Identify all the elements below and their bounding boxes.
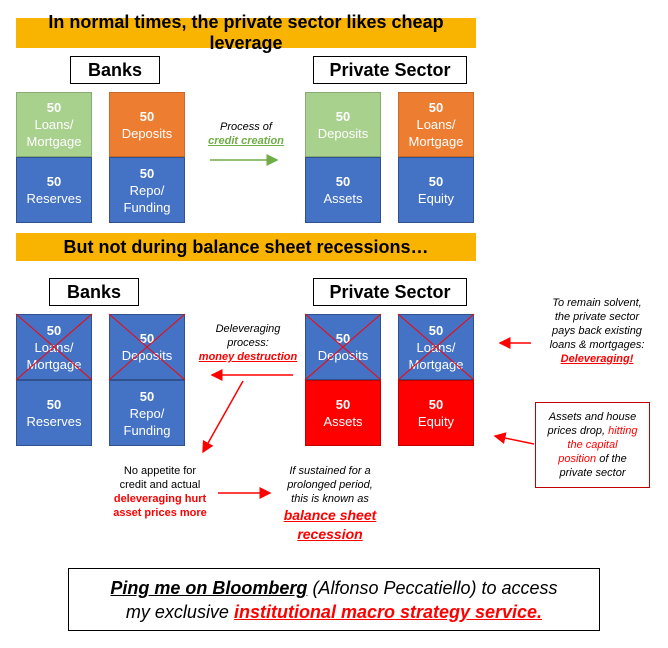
value: 50 xyxy=(46,322,62,338)
remain-solvent-text: To remain solvent, the private sector pa… xyxy=(538,296,656,366)
no-appetite-text: No appetite for credit and actual deleve… xyxy=(100,464,220,520)
label: Mortgage xyxy=(408,134,464,149)
label: Equity xyxy=(417,191,455,206)
if-sustained-text: If sustained for a prolonged period, thi… xyxy=(270,464,390,544)
assets-drop-arrow xyxy=(493,432,535,445)
delev-line: Deleveraging xyxy=(215,323,281,335)
top-bank-loans-box: 50 Loans/ Mortgage xyxy=(16,92,92,157)
label: Deposits xyxy=(121,348,173,363)
solvent-line: the private sector xyxy=(554,311,640,323)
label: Repo/ xyxy=(129,182,165,198)
label: Mortgage xyxy=(26,356,82,372)
cross-ps-loans xyxy=(397,313,475,381)
appetite-line: credit and actual xyxy=(119,479,201,491)
top-ps-deposits-box: 50 Deposits xyxy=(305,92,381,157)
label: Mortgage xyxy=(26,134,82,149)
footer-text: my exclusive xyxy=(125,601,234,622)
credit-creation-label: credit creation xyxy=(208,135,284,147)
deleveraging-process-text: Deleveraging process: money destruction xyxy=(198,322,298,364)
asset-line: Assets and house xyxy=(548,411,637,423)
banner-normal-times: In normal times, the private sector like… xyxy=(16,12,476,53)
service-link[interactable]: institutional macro strategy service. xyxy=(233,601,543,622)
label: Deposits xyxy=(317,348,369,363)
asset-line: private sector xyxy=(559,467,626,479)
label: Repo/ xyxy=(129,405,165,421)
appetite-line: No appetite for xyxy=(123,465,197,477)
asset-prices-drop-box: Assets and house prices drop, hitting th… xyxy=(535,402,650,488)
value: 50 xyxy=(139,108,155,124)
cross-ps-deposits xyxy=(304,313,382,381)
deleveraging-label: Deleveraging! xyxy=(560,353,634,365)
label: Reserves xyxy=(26,191,82,206)
top-bank-repo-box: 50 Repo/ Funding xyxy=(109,157,185,223)
label: Loans/ xyxy=(34,117,74,132)
balance-sheet-recession-label: balance sheet xyxy=(283,507,377,523)
label: Funding xyxy=(123,199,171,215)
hitting-text: hitting xyxy=(608,425,638,437)
top-ps-assets-box: 50 Assets xyxy=(305,157,381,223)
bottom-ps-equity-box: 50 Equity xyxy=(398,380,474,446)
value: 50 xyxy=(335,174,351,189)
sustained-line: If sustained for a xyxy=(289,465,371,477)
bottom-bank-repo-box: 50 Repo/ Funding xyxy=(109,380,185,446)
cross-bank-deposits xyxy=(108,313,186,381)
label: Reserves xyxy=(26,414,82,429)
position-text: position xyxy=(558,453,597,465)
top-bank-deposits-box: 50 Deposits xyxy=(109,92,185,157)
value: 50 xyxy=(335,331,351,346)
footer-text: (Alfonso Peccatiello) to access xyxy=(307,577,558,598)
solvent-line: To remain solvent, xyxy=(552,297,642,309)
delev-line: process: xyxy=(227,337,269,349)
capital-text: the capital xyxy=(567,439,618,451)
label: Assets xyxy=(323,414,363,429)
top-bank-reserves-box: 50 Reserves xyxy=(16,157,92,223)
private-sector-header-bottom: Private Sector xyxy=(313,278,467,306)
footer-box: Ping me on Bloomberg (Alfonso Peccatiell… xyxy=(68,568,600,631)
asset-prices-more-text: asset prices more xyxy=(113,507,207,519)
label: Loans/ xyxy=(416,117,456,132)
banner-balance-sheet: But not during balance sheet recessions… xyxy=(16,233,476,261)
balance-sheet-recession-label: recession xyxy=(297,526,363,542)
ping-bloomberg-link[interactable]: Ping me on Bloomberg xyxy=(110,577,308,598)
top-ps-equity-box: 50 Equity xyxy=(398,157,474,223)
diagonal-arrow xyxy=(202,380,244,454)
value: 50 xyxy=(335,397,351,412)
value: 50 xyxy=(139,388,155,404)
value: 50 xyxy=(46,174,62,189)
banks-header-bottom: Banks xyxy=(49,278,139,306)
process-line: Process of xyxy=(220,121,272,133)
value: 50 xyxy=(139,331,155,346)
process-text: Process of credit creation xyxy=(200,120,292,148)
asset-line: prices drop, xyxy=(547,425,609,437)
solvent-line: pays back existing xyxy=(552,325,642,337)
label: Deposits xyxy=(317,125,369,141)
solvent-line: loans & mortgages: xyxy=(549,339,645,351)
value: 50 xyxy=(428,397,444,412)
label: Mortgage xyxy=(408,356,464,372)
bottom-ps-assets-box: 50 Assets xyxy=(305,380,381,446)
value: 50 xyxy=(335,108,351,124)
private-sector-header-top: Private Sector xyxy=(313,56,467,84)
value: 50 xyxy=(428,174,444,189)
cross-bank-loans xyxy=(15,313,93,381)
bottom-bank-reserves-box: 50 Reserves xyxy=(16,380,92,446)
top-ps-loans-box: 50 Loans/ Mortgage xyxy=(398,92,474,157)
banks-header-top: Banks xyxy=(70,56,160,84)
label: Equity xyxy=(417,414,455,429)
label: Assets xyxy=(323,191,363,206)
label: Deposits xyxy=(121,125,173,141)
value: 50 xyxy=(428,100,444,115)
value: 50 xyxy=(46,100,62,115)
sustained-line: prolonged period, xyxy=(287,479,373,491)
value: 50 xyxy=(139,165,155,181)
value: 50 xyxy=(46,397,62,412)
sustained-line: this is known as xyxy=(291,493,369,505)
value: 50 xyxy=(428,322,444,338)
deleveraging-hurt-text: deleveraging hurt xyxy=(113,493,207,505)
label: Funding xyxy=(123,422,171,438)
asset-line: of the xyxy=(596,453,627,465)
money-destruction-label: money destruction xyxy=(198,351,298,363)
